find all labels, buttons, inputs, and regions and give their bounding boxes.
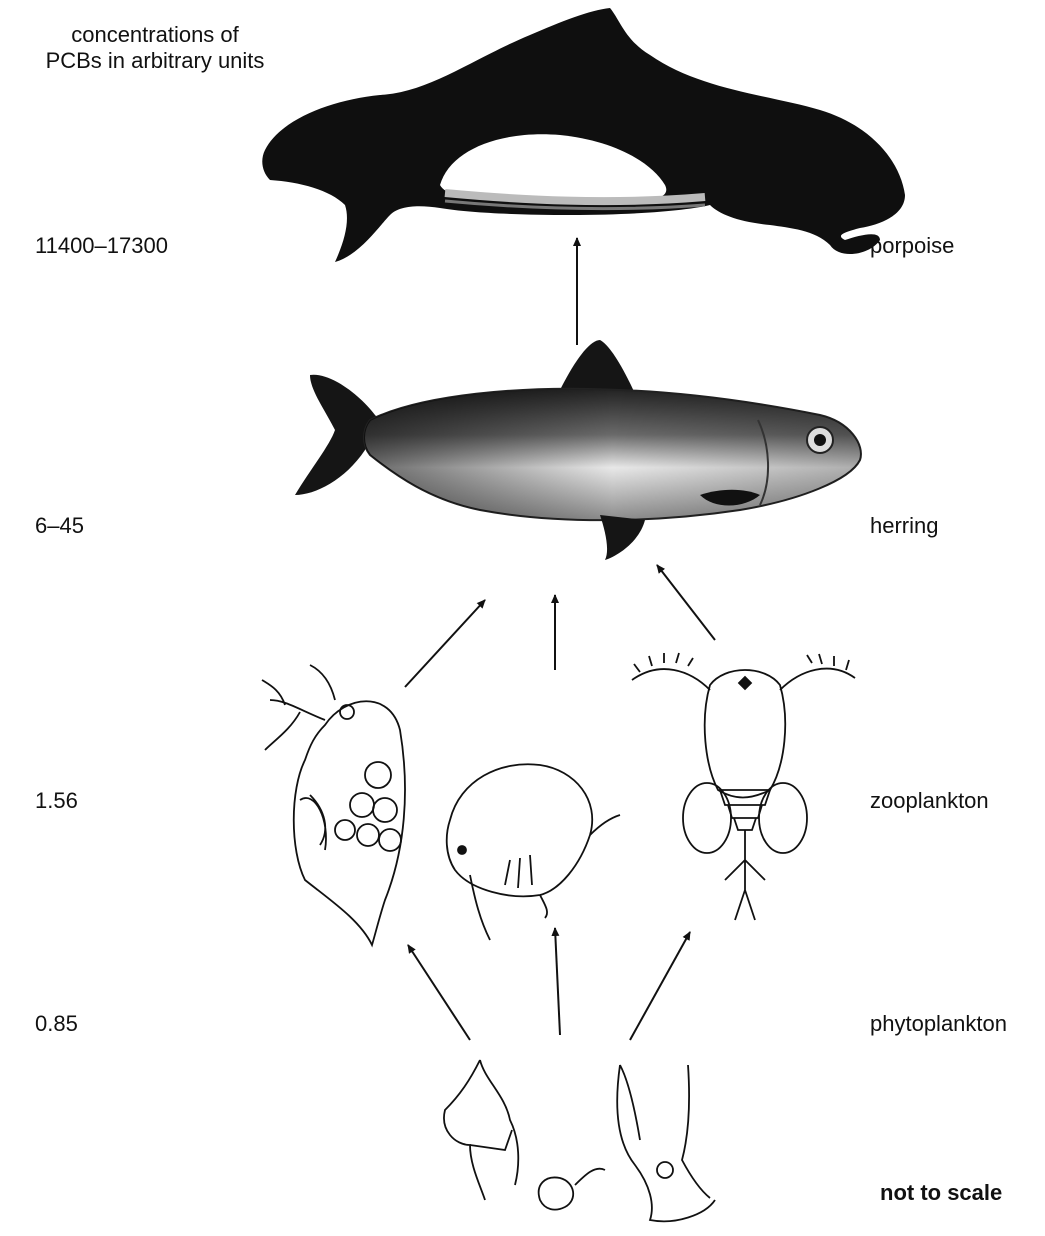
zooplankton-daphnia [262, 665, 405, 945]
herring-fish [295, 340, 861, 560]
food-chain-arrows [405, 238, 715, 1040]
arrow-zoo1-to-herring [405, 600, 485, 687]
arrow-phyto-to-zoo3 [630, 932, 690, 1040]
zooplankton-copepod [632, 653, 855, 920]
phytoplankton-cells [444, 1060, 715, 1221]
arrow-zoo3-to-herring [657, 565, 715, 640]
zooplankton-ostracod [447, 764, 620, 940]
arrow-phyto-to-zoo2 [555, 928, 560, 1035]
porpoise-silhouette [262, 8, 905, 262]
arrow-phyto-to-zoo1 [408, 945, 470, 1040]
